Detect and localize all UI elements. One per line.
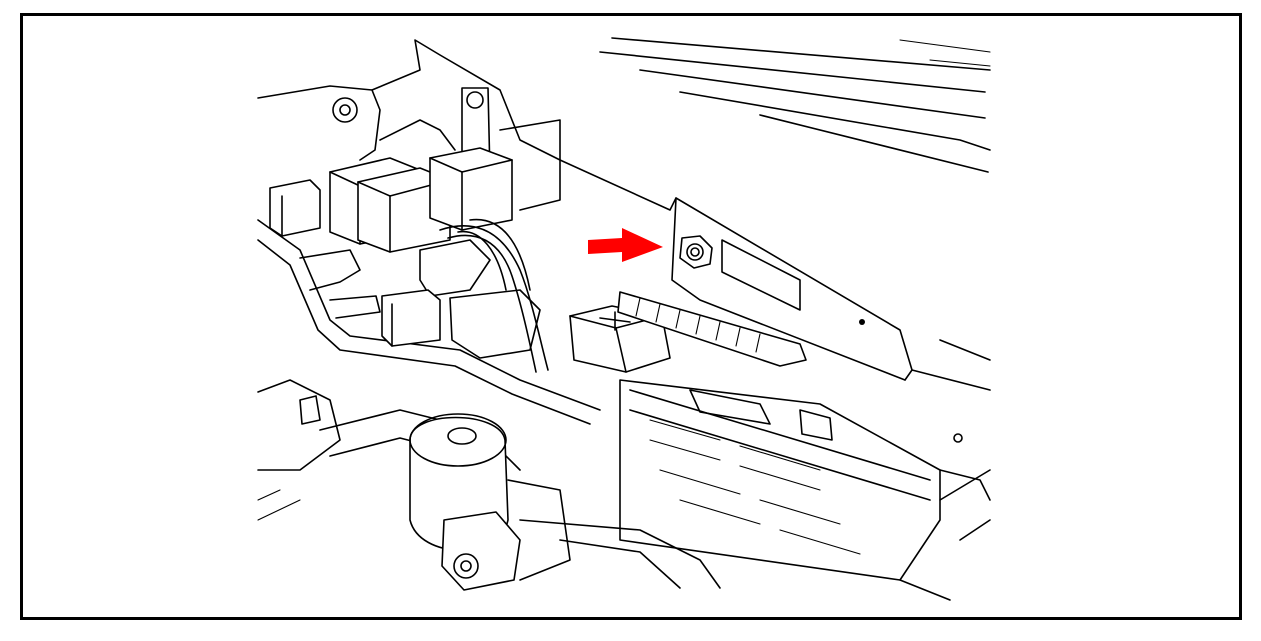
battery-post	[409, 413, 571, 591]
lower-body-lines	[257, 469, 991, 589]
fuse-block-left	[257, 219, 601, 425]
control-module	[619, 379, 991, 601]
battery-terminal-cover	[569, 305, 671, 373]
callout-arrow	[588, 228, 663, 262]
wire-harness	[419, 218, 549, 373]
hood-panel-lines	[599, 37, 991, 173]
relay-group	[269, 147, 513, 253]
diagram-frame	[20, 13, 1242, 620]
fastener-bolt	[679, 235, 713, 269]
right-side-panel	[559, 159, 991, 443]
connector-strip	[617, 291, 807, 367]
